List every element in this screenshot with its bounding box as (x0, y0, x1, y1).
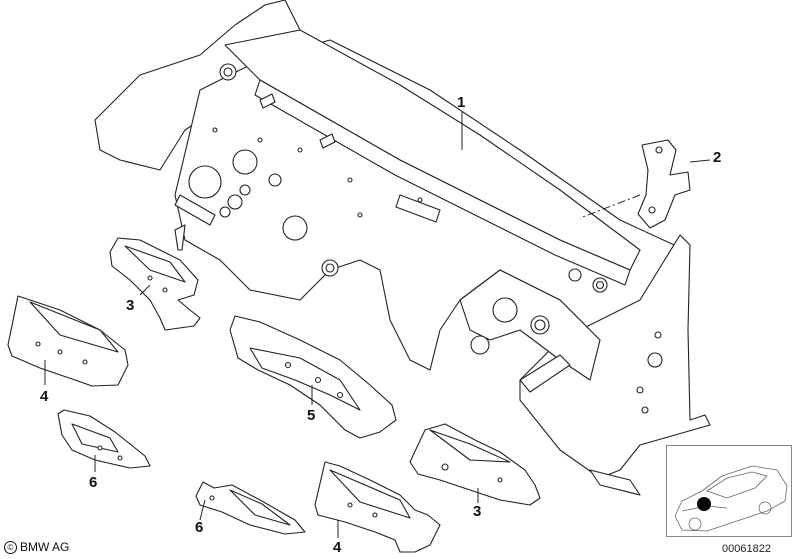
leader-line-2 (689, 159, 711, 163)
callout-part-2: 2 (713, 149, 722, 166)
gusset-plate-bottom (195, 481, 306, 535)
leader-line-6b (199, 499, 206, 521)
bulkhead-assembly (94, 0, 711, 496)
leader-line-3a (139, 284, 151, 296)
callout-part-3b: 3 (473, 503, 482, 520)
diagram-reference-number: 00061822 (722, 543, 771, 555)
leader-line-2-extension (579, 194, 641, 219)
gusset-plate-left (57, 409, 151, 469)
copyright-notice: © BMW AG (4, 540, 69, 554)
reinforcement-lower (409, 423, 541, 506)
bracket (637, 139, 691, 229)
location-marker-icon (697, 497, 711, 511)
reinforcement-upper (109, 237, 201, 331)
vehicle-locator-thumbnail (666, 445, 792, 537)
car-outline-icon (674, 465, 788, 532)
curved-rail (229, 315, 397, 439)
callout-part-4b: 4 (333, 539, 342, 556)
callout-part-1: 1 (457, 94, 466, 111)
support-left (7, 295, 129, 387)
callout-part-5: 5 (307, 407, 316, 424)
copyright-icon: © (4, 540, 17, 554)
support-bottom (314, 461, 441, 553)
callout-part-6b: 6 (195, 519, 204, 536)
callout-part-4a: 4 (40, 388, 49, 405)
callout-part-3a: 3 (126, 297, 135, 314)
copyright-text: BMW AG (20, 540, 70, 554)
callout-part-6a: 6 (89, 474, 98, 491)
